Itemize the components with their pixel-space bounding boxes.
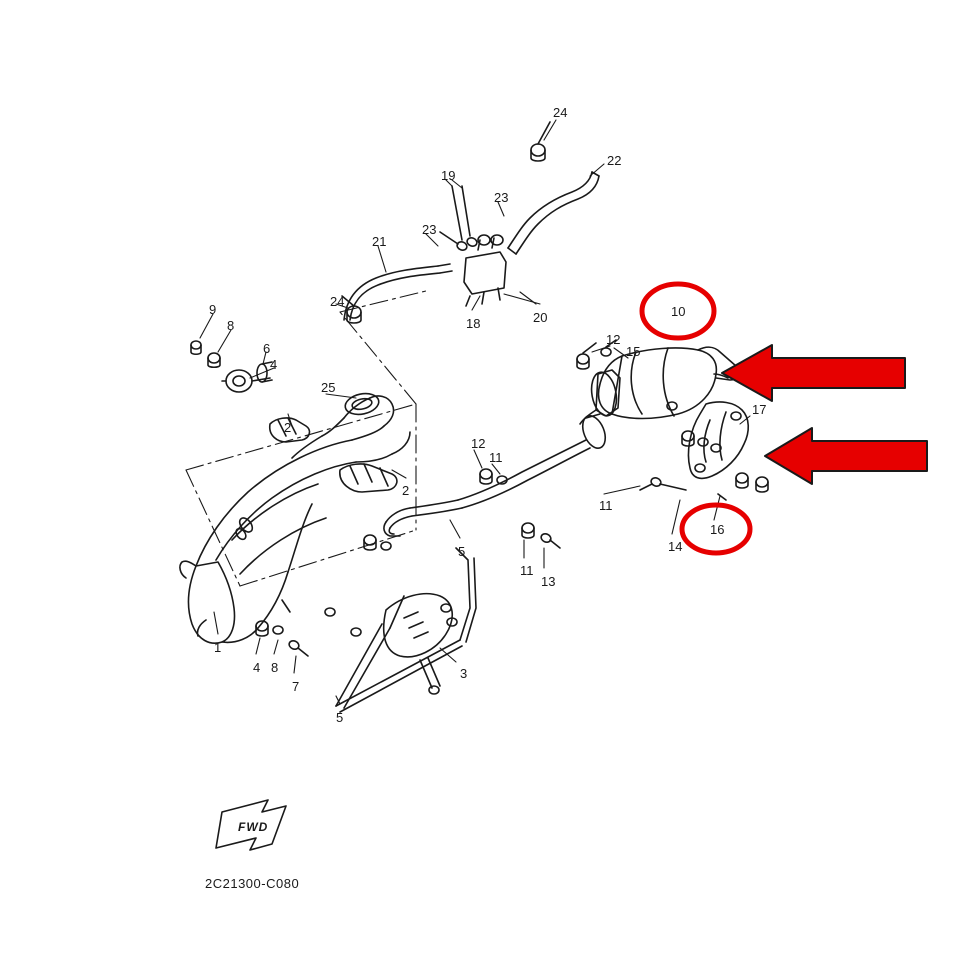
- callout-21: 21: [372, 234, 387, 249]
- callout-14: 14: [668, 539, 683, 554]
- callout-8a: 8: [227, 318, 235, 333]
- fwd-marker-label: FWD: [238, 820, 269, 834]
- callout-10: 10: [671, 304, 686, 319]
- callout-20: 20: [533, 310, 548, 325]
- callout-13: 13: [541, 574, 556, 589]
- callout-4b: 4: [253, 660, 261, 675]
- callout-23b: 23: [422, 222, 437, 237]
- highlight-arrow-upper: [721, 344, 906, 402]
- callout-16: 16: [710, 522, 725, 537]
- callout-12b: 12: [471, 436, 486, 451]
- part-code: 2C21300-C080: [205, 876, 300, 891]
- callout-4a: 4: [270, 357, 278, 372]
- callout-18: 18: [466, 316, 481, 331]
- callout-2b: 2: [402, 483, 410, 498]
- highlight-arrow-lower: [764, 427, 928, 485]
- callout-5b: 5: [336, 710, 344, 725]
- callout-11a: 11: [489, 450, 503, 465]
- callout-9: 9: [209, 302, 217, 317]
- callout-8b: 8: [271, 660, 279, 675]
- callout-19: 19: [441, 168, 456, 183]
- callout-12a: 12: [606, 332, 621, 347]
- callout-11c: 11: [520, 563, 534, 578]
- callout-11b: 11: [599, 498, 613, 513]
- callout-15: 15: [626, 344, 641, 359]
- callout-7: 7: [292, 679, 300, 694]
- callout-2a: 2: [284, 420, 292, 435]
- callout-24b: 24: [330, 294, 345, 309]
- highlight-circle-16: [679, 502, 753, 556]
- callout-23a: 23: [494, 190, 509, 205]
- highlight-circle-10: [639, 281, 717, 341]
- callout-22: 22: [607, 153, 622, 168]
- callout-17: 17: [752, 402, 767, 417]
- callout-24a: 24: [553, 105, 568, 120]
- callout-1: 1: [214, 640, 222, 655]
- callout-3: 3: [460, 666, 468, 681]
- callout-25: 25: [321, 380, 336, 395]
- callout-6: 6: [263, 341, 271, 356]
- callout-5a: 5: [458, 544, 466, 559]
